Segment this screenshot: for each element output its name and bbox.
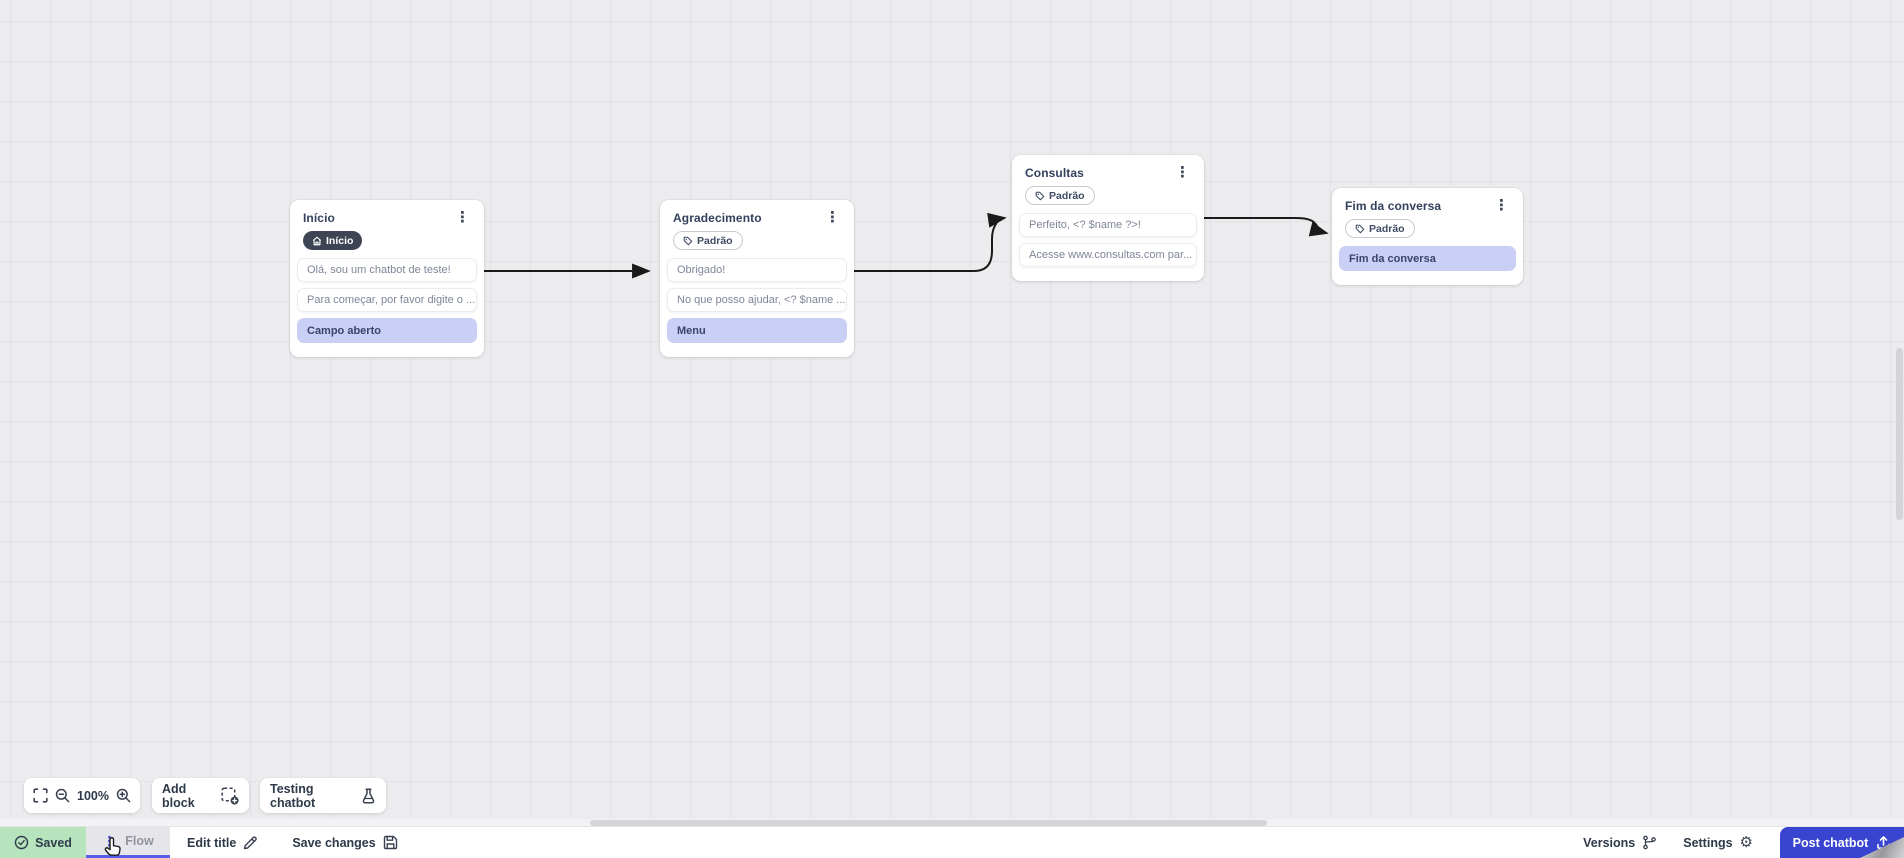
zoom-toolbar: 100% (24, 778, 140, 813)
category-badge: Padrão (1345, 219, 1415, 238)
start-badge: Início (303, 231, 363, 250)
add-block-label: Add block (162, 781, 195, 810)
tag-icon (1355, 224, 1365, 233)
gear-icon: ⚙ (1739, 834, 1753, 851)
message-card[interactable]: Obrigado! (667, 257, 847, 282)
zoom-level: 100% (77, 788, 109, 803)
badge-label: Padrão (697, 234, 733, 247)
flow-menu-icon[interactable]: ⋮ (102, 832, 117, 849)
node-title: Início (303, 211, 335, 225)
versions-label: Versions (1583, 835, 1636, 850)
flow-node-fim-da-conversa[interactable]: Fim da conversa ⋮ Padrão Fim da conversa (1332, 188, 1523, 285)
badge-label: Início (326, 234, 354, 247)
message-card[interactable]: No que posso ajudar, <? $name ... (667, 287, 847, 312)
testing-chatbot-button[interactable]: Testing chatbot (260, 778, 386, 813)
message-card[interactable]: Olá, sou um chatbot de teste! (297, 257, 477, 282)
status-bar: Saved ⋮ Flow Edit title Save changes Ver… (0, 826, 1904, 858)
badge-label: Padrão (1369, 222, 1405, 235)
branch-icon (1643, 835, 1657, 850)
testing-chatbot-label: Testing chatbot (270, 781, 316, 810)
node-menu-icon[interactable]: ⋮ (1494, 197, 1509, 214)
tag-icon (1035, 191, 1045, 200)
flow-node-agradecimento[interactable]: Agradecimento ⋮ Padrão Obrigado! No que … (660, 200, 854, 357)
connector-consultas-fim (1204, 217, 1329, 237)
add-block-button[interactable]: Add block (152, 778, 249, 813)
node-menu-icon[interactable]: ⋮ (1175, 164, 1190, 181)
message-card[interactable]: Perfeito, <? $name ?>! (1019, 212, 1197, 237)
flow-node-inicio[interactable]: Início ⋮ Início Olá, sou um chatbot de t… (290, 200, 484, 357)
settings-button[interactable]: Settings ⚙ (1670, 827, 1766, 858)
pencil-icon (244, 836, 258, 850)
post-chatbot-label: Post chatbot (1792, 835, 1869, 850)
message-card[interactable]: Para começar, por favor digite o ... (297, 287, 477, 312)
action-card[interactable]: Menu (667, 317, 847, 343)
badge-label: Padrão (1049, 189, 1085, 202)
connector-agradecimento-consultas (854, 212, 1007, 272)
saved-label: Saved (35, 835, 72, 850)
edit-title-button[interactable]: Edit title (170, 827, 275, 858)
zoom-out-icon[interactable] (55, 788, 70, 803)
message-card[interactable]: Acesse www.consultas.com par... (1019, 242, 1197, 267)
node-menu-icon[interactable]: ⋮ (455, 209, 470, 226)
save-icon (383, 835, 397, 850)
category-badge: Padrão (673, 231, 743, 250)
node-title: Agradecimento (673, 211, 762, 225)
check-circle-icon (14, 835, 29, 850)
node-menu-icon[interactable]: ⋮ (825, 209, 840, 226)
saved-status-badge: Saved (0, 827, 86, 858)
save-changes-button[interactable]: Save changes (275, 827, 414, 858)
action-card[interactable]: Campo aberto (297, 317, 477, 343)
edit-title-label: Edit title (187, 835, 237, 850)
category-badge: Padrão (1025, 186, 1095, 205)
node-title: Consultas (1025, 166, 1084, 180)
add-block-icon (221, 786, 239, 805)
home-icon (312, 236, 322, 245)
fullscreen-icon[interactable] (33, 788, 48, 803)
action-card[interactable]: Fim da conversa (1339, 245, 1516, 271)
tag-icon (683, 236, 693, 245)
flask-icon (361, 787, 376, 804)
flow-tab-label: Flow (125, 834, 154, 848)
tab-flow[interactable]: ⋮ Flow (86, 827, 170, 858)
flow-node-consultas[interactable]: Consultas ⋮ Padrão Perfeito, <? $name ?>… (1012, 155, 1204, 281)
zoom-in-icon[interactable] (116, 788, 131, 803)
horizontal-scrollbar-thumb[interactable] (590, 820, 1267, 826)
versions-button[interactable]: Versions (1570, 827, 1670, 858)
save-changes-label: Save changes (292, 835, 376, 850)
settings-label: Settings (1683, 835, 1733, 850)
vertical-scrollbar-thumb[interactable] (1896, 348, 1903, 520)
node-title: Fim da conversa (1345, 199, 1442, 213)
